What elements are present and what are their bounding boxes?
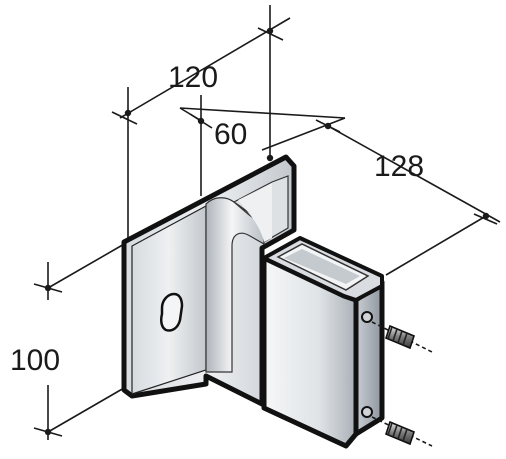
screw-bottom [385, 420, 415, 446]
rib-flange [205, 197, 265, 373]
dim-line-60 [179, 107, 346, 119]
side-hole-bottom [361, 406, 373, 418]
screw-thread [387, 422, 408, 442]
wall-bracket [121, 154, 385, 449]
ext-line [47, 387, 125, 433]
dim-line-60b [261, 117, 346, 151]
screw-thread [387, 326, 408, 346]
side-hole-top [361, 311, 373, 323]
dim-line-128 [327, 125, 501, 223]
dimension-label-128: 128 [374, 150, 424, 183]
ext-line [47, 242, 127, 289]
ext-line [385, 215, 487, 276]
dim-line-120 [119, 17, 291, 119]
screw-top [385, 324, 415, 350]
dimension-label-120: 120 [168, 61, 218, 94]
dim-dot [266, 154, 274, 162]
dimension-lines [33, 5, 501, 440]
recess-shadow [238, 183, 272, 242]
dimension-label-60: 60 [214, 118, 247, 151]
slot-hole [159, 292, 184, 332]
box-opening-inner [284, 249, 360, 284]
dimension-label-100: 100 [10, 344, 60, 377]
tick [111, 111, 138, 125]
screws [371, 321, 433, 447]
